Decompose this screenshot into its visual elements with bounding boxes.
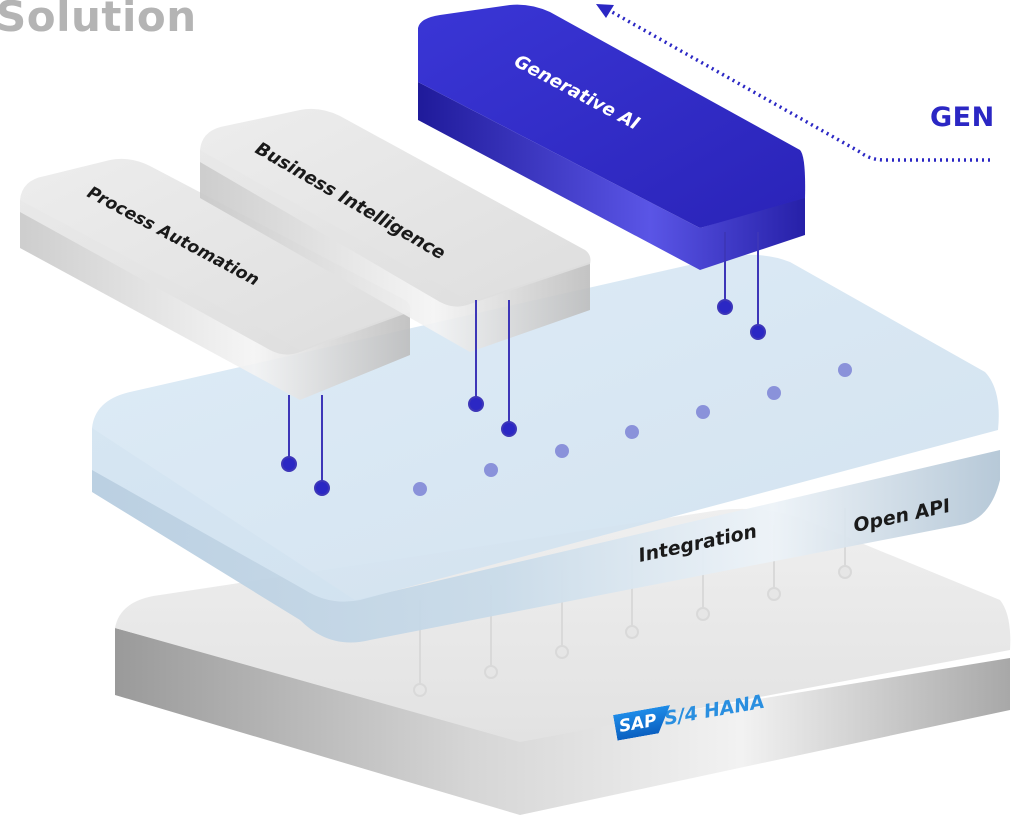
integration-platform-top — [92, 254, 999, 602]
upper-connectors — [281, 232, 766, 496]
base-platform-side — [115, 628, 1010, 815]
process-automation-block — [20, 158, 411, 400]
gen-connector-arrow — [596, 4, 990, 162]
generative-ai-block — [418, 4, 806, 270]
integration-pins — [413, 363, 852, 640]
gen-label: GEN — [930, 102, 995, 133]
business-intelligence-block — [200, 108, 591, 352]
integration-platform — [92, 254, 1000, 643]
arrowhead-icon — [596, 4, 614, 18]
section-heading: Solution — [0, 0, 197, 41]
